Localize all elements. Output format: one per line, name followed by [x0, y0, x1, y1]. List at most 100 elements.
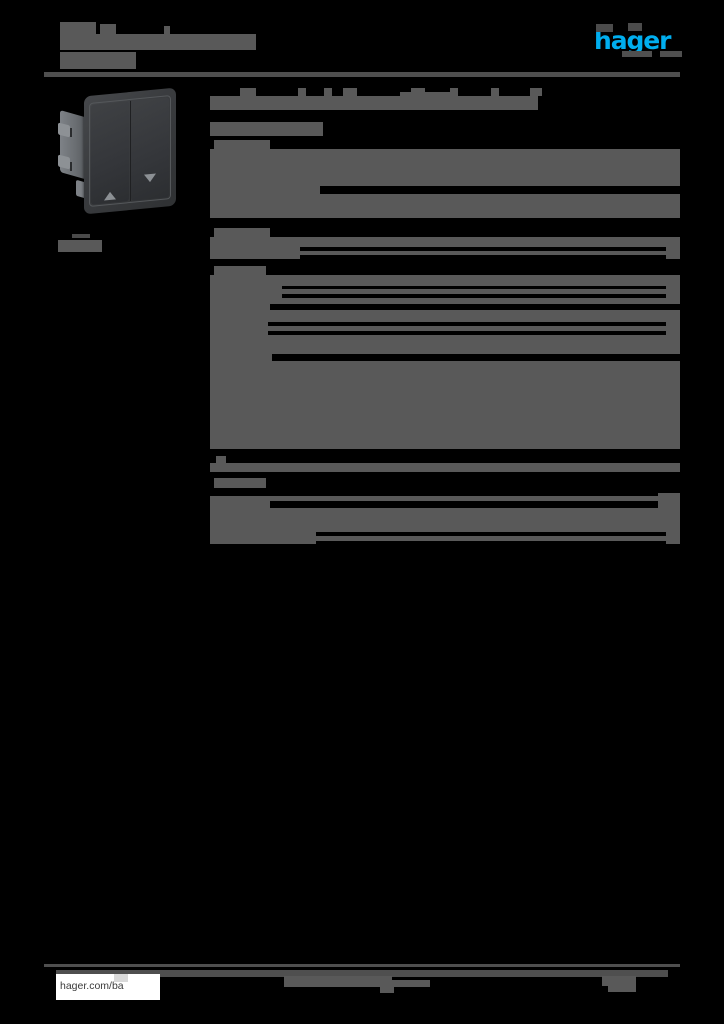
- footer-mid-redaction-0: [284, 976, 392, 987]
- cell-redaction-21-0: [210, 463, 680, 472]
- table-row: [210, 298, 680, 310]
- switch-side-notch-top: [70, 128, 72, 137]
- arrow-up-icon: [104, 191, 116, 201]
- table-row: [210, 322, 680, 335]
- cell-redaction-15-0: [210, 335, 680, 349]
- product-image: [58, 87, 183, 230]
- table-section-header: [210, 140, 680, 149]
- table-row: [210, 361, 680, 387]
- footer-right-redaction-0: [602, 976, 636, 986]
- footer-url-box[interactable]: hager.com/ba: [56, 974, 160, 1000]
- table-row: [210, 247, 680, 259]
- title-redaction-7: [411, 88, 425, 96]
- title-redaction-10: [530, 88, 542, 96]
- cell-redaction-18-0: [210, 387, 680, 409]
- cell-redaction-10-0: [210, 275, 680, 286]
- table-gap: [210, 449, 680, 463]
- table-row: [210, 493, 680, 508]
- cell-redaction-23-0: [214, 478, 266, 488]
- cell-redaction-11-1: [282, 289, 666, 294]
- table-row: [210, 286, 680, 298]
- table-section-header: [210, 266, 680, 275]
- table-section-header: [210, 228, 680, 237]
- cell-redaction-14-1: [268, 326, 666, 331]
- footer-redaction-strip: [56, 970, 668, 977]
- table-gap: [210, 218, 680, 228]
- cell-redaction-2-0: [210, 182, 320, 194]
- table-row: [210, 349, 680, 361]
- hager-logo: hager: [594, 23, 682, 57]
- cell-redaction-12-0: [210, 298, 270, 310]
- cell-redaction-2-1: [320, 182, 680, 186]
- cell-redaction-25-2: [658, 493, 680, 508]
- cell-redaction-25-0: [210, 496, 270, 508]
- cell-redaction-1-0: [210, 149, 680, 182]
- cell-redaction-5-0: [214, 228, 270, 237]
- cell-redaction-7-2: [666, 247, 680, 259]
- header-rule: [44, 72, 680, 77]
- cell-redaction-9-0: [214, 266, 266, 275]
- logo-redaction-bottom-right: [660, 51, 682, 57]
- cell-redaction-3-0: [210, 194, 680, 218]
- cell-redaction-13-0: [210, 310, 680, 322]
- table-gap: [210, 488, 680, 496]
- footer-mid-redaction-1: [392, 980, 430, 987]
- cell-redaction-28-2: [666, 532, 680, 544]
- subtitle-redaction-0: [210, 122, 323, 136]
- cell-redaction-19-0: [210, 409, 680, 449]
- table-row: [210, 310, 680, 322]
- title-redaction-1: [400, 92, 458, 110]
- switch-rocker-left: [91, 101, 129, 205]
- table-row: [210, 149, 680, 182]
- specifications-table: [210, 140, 680, 544]
- title-redaction-3: [240, 88, 256, 96]
- title-redaction-2: [446, 96, 538, 110]
- cell-redaction-7-0: [210, 247, 300, 259]
- datasheet-body: [210, 86, 680, 544]
- header-redacted-line-1b: [100, 24, 116, 37]
- page-header: hager: [44, 16, 682, 77]
- switch-rocker-right: [131, 97, 169, 201]
- title-redaction-8: [450, 88, 458, 96]
- footer-right-redaction-1: [608, 986, 636, 992]
- switch-rocker-divider: [129, 100, 132, 202]
- cell-redaction-0-0: [214, 140, 270, 149]
- header-redacted-line-3: [60, 52, 136, 69]
- cell-redaction-21-1: [216, 456, 226, 463]
- page-footer: hager.com/ba: [44, 964, 680, 1008]
- cell-redaction-26-0: [210, 508, 680, 520]
- title-redaction-4: [298, 88, 306, 96]
- footer-mid-redaction-2: [380, 987, 394, 993]
- cell-redaction-7-1: [300, 251, 670, 255]
- cell-redaction-28-1: [316, 536, 666, 541]
- table-section-header: [210, 478, 680, 488]
- header-redacted-line-2: [60, 34, 256, 50]
- logo-redaction-top-right: [628, 23, 642, 31]
- arrow-down-icon: [144, 173, 156, 183]
- cell-redaction-17-0: [210, 361, 680, 387]
- page-subtitle: [210, 118, 680, 140]
- header-redacted-line-2b: [164, 26, 170, 38]
- table-row: [210, 387, 680, 409]
- table-row: [210, 237, 680, 247]
- product-caption-redaction-top: [72, 234, 90, 238]
- table-row: [210, 456, 680, 472]
- switch-front-plate: [84, 87, 176, 215]
- cell-redaction-16-1: [272, 349, 680, 354]
- logo-redaction-bottom-left: [622, 51, 652, 57]
- footer-url-text: hager.com/ba: [60, 980, 124, 992]
- footer-rule: [44, 964, 680, 967]
- page-title: [210, 86, 680, 112]
- cell-redaction-28-0: [210, 532, 316, 544]
- cell-redaction-12-1: [270, 298, 680, 304]
- cell-redaction-14-0: [210, 322, 268, 335]
- logo-redaction-top-left: [596, 24, 613, 32]
- table-row: [210, 409, 680, 449]
- title-redaction-9: [491, 88, 499, 96]
- table-row: [210, 182, 680, 194]
- cell-redaction-16-0: [210, 349, 272, 361]
- table-row: [210, 194, 680, 218]
- switch-side-notch-bottom: [70, 162, 72, 171]
- table-row: [210, 508, 680, 520]
